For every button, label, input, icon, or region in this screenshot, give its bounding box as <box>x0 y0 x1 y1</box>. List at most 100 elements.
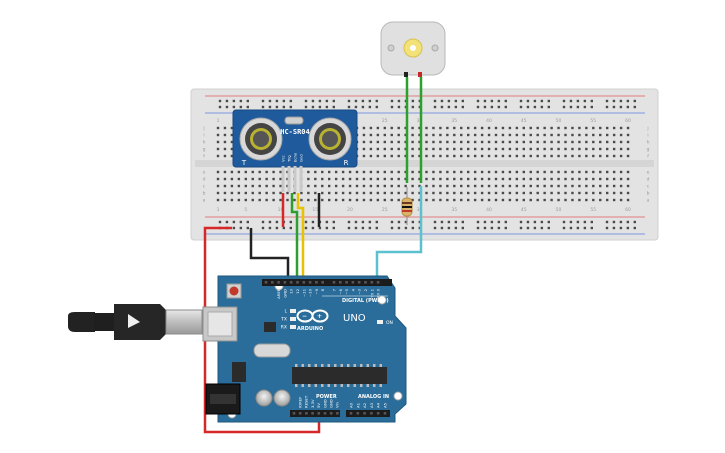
breadboard-hole[interactable] <box>592 170 595 174</box>
breadboard-hole[interactable] <box>397 198 400 202</box>
breadboard-hole[interactable] <box>460 198 463 202</box>
breadboard-hole[interactable] <box>606 198 609 202</box>
breadboard-hole[interactable] <box>411 170 414 174</box>
wire-cyan-signal[interactable] <box>375 186 423 282</box>
rail-hole[interactable] <box>447 226 451 230</box>
breadboard-hole[interactable] <box>487 140 491 144</box>
rail-hole[interactable] <box>461 105 464 109</box>
breadboard-hole[interactable] <box>425 133 428 137</box>
breadboard-hole[interactable] <box>522 184 525 188</box>
breadboard-hole[interactable] <box>550 140 553 144</box>
header-pin[interactable] <box>289 281 293 284</box>
breadboard-hole[interactable] <box>473 147 477 151</box>
breadboard-hole[interactable] <box>564 184 567 188</box>
breadboard-hole[interactable] <box>606 154 609 158</box>
breadboard-hole[interactable] <box>612 198 616 202</box>
breadboard-hole[interactable] <box>578 126 581 130</box>
breadboard-hole[interactable] <box>626 177 630 181</box>
breadboard-hole[interactable] <box>216 170 220 174</box>
rail-hole[interactable] <box>533 105 537 109</box>
breadboard-hole[interactable] <box>272 177 275 181</box>
rail-hole[interactable] <box>397 99 401 103</box>
rail-hole[interactable] <box>225 220 229 224</box>
rail-hole[interactable] <box>633 220 636 224</box>
breadboard-hole[interactable] <box>425 191 428 195</box>
rail-hole[interactable] <box>289 220 292 224</box>
rail-hole[interactable] <box>612 99 616 103</box>
breadboard-hole[interactable] <box>585 184 588 188</box>
header-pin[interactable] <box>317 412 321 415</box>
breadboard-hole[interactable] <box>599 126 602 130</box>
rail-hole[interactable] <box>526 220 530 224</box>
breadboard-hole[interactable] <box>341 198 345 202</box>
breadboard-hole[interactable] <box>362 184 366 188</box>
rail-hole[interactable] <box>440 99 444 103</box>
rail-hole[interactable] <box>225 99 229 103</box>
breadboard-hole[interactable] <box>585 191 588 195</box>
breadboard-hole[interactable] <box>230 147 234 151</box>
rail-hole[interactable] <box>411 99 415 103</box>
breadboard-hole[interactable] <box>557 140 560 144</box>
header-pin[interactable] <box>364 281 367 284</box>
rail-hole[interactable] <box>476 226 480 230</box>
breadboard-hole[interactable] <box>543 184 546 188</box>
breadboard-hole[interactable] <box>599 177 602 181</box>
breadboard-hole[interactable] <box>279 198 282 202</box>
rail-hole[interactable] <box>547 226 550 230</box>
breadboard-hole[interactable] <box>265 198 268 202</box>
breadboard-hole[interactable] <box>418 191 421 195</box>
breadboard-hole[interactable] <box>494 133 498 137</box>
breadboard-hole[interactable] <box>355 170 359 174</box>
breadboard-hole[interactable] <box>223 126 227 130</box>
breadboard-hole[interactable] <box>341 191 345 195</box>
breadboard-hole[interactable] <box>619 126 623 130</box>
breadboard-hole[interactable] <box>585 177 588 181</box>
header-pin[interactable] <box>356 412 360 415</box>
breadboard-hole[interactable] <box>550 198 553 202</box>
breadboard-hole[interactable] <box>314 191 317 195</box>
usb-cable[interactable] <box>68 304 203 340</box>
breadboard-hole[interactable] <box>432 133 435 137</box>
breadboard-hole[interactable] <box>473 154 477 158</box>
breadboard-hole[interactable] <box>585 198 588 202</box>
breadboard-hole[interactable] <box>404 184 407 188</box>
breadboard-hole[interactable] <box>460 140 463 144</box>
breadboard-hole[interactable] <box>425 147 428 151</box>
breadboard-hole[interactable] <box>473 191 477 195</box>
breadboard-hole[interactable] <box>446 170 449 174</box>
header-pin[interactable] <box>370 412 373 415</box>
breadboard-hole[interactable] <box>501 147 505 151</box>
breadboard-hole[interactable] <box>571 133 574 137</box>
breadboard-hole[interactable] <box>362 198 366 202</box>
breadboard-hole[interactable] <box>369 154 373 158</box>
rail-hole[interactable] <box>397 105 401 109</box>
breadboard-hole[interactable] <box>460 184 463 188</box>
header-pin[interactable] <box>298 412 302 415</box>
breadboard-hole[interactable] <box>522 198 525 202</box>
rail-hole[interactable] <box>605 99 609 103</box>
rail-hole[interactable] <box>246 226 249 230</box>
header-pin[interactable] <box>329 412 333 415</box>
rail-hole[interactable] <box>612 105 616 109</box>
rail-hole[interactable] <box>626 220 630 224</box>
breadboard-hole[interactable] <box>592 177 595 181</box>
breadboard-hole[interactable] <box>341 177 345 181</box>
breadboard-hole[interactable] <box>223 191 227 195</box>
rail-hole[interactable] <box>562 105 566 109</box>
breadboard-hole[interactable] <box>321 170 324 174</box>
rail-hole[interactable] <box>304 99 308 103</box>
header-pin[interactable] <box>305 412 308 415</box>
rail-hole[interactable] <box>619 105 623 109</box>
breadboard-hole[interactable] <box>599 184 602 188</box>
rail-hole[interactable] <box>354 226 358 230</box>
breadboard-hole[interactable] <box>612 133 616 137</box>
header-pin[interactable] <box>349 412 353 415</box>
breadboard-hole[interactable] <box>515 133 519 137</box>
breadboard-hole[interactable] <box>557 126 560 130</box>
breadboard-hole[interactable] <box>599 198 602 202</box>
breadboard-hole[interactable] <box>237 184 241 188</box>
breadboard-hole[interactable] <box>314 184 317 188</box>
header-pin[interactable] <box>383 412 387 415</box>
breadboard-hole[interactable] <box>411 154 414 158</box>
breadboard-hole[interactable] <box>529 154 532 158</box>
